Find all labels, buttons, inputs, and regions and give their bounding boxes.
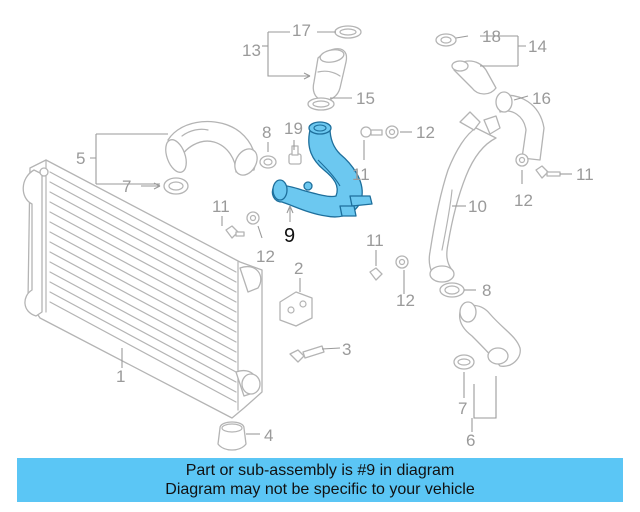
banner-line-2: Diagram may not be specific to your vehi…	[165, 481, 475, 498]
bolt-11-right-upper	[535, 165, 561, 179]
inlet-hose-left	[165, 120, 258, 176]
upper-right-hose	[451, 60, 497, 95]
callout-2: 2	[294, 259, 303, 278]
callout-16: 16	[532, 89, 551, 108]
clamp-7-upper	[163, 177, 189, 195]
clamp-18	[435, 33, 457, 47]
charge-pipe-right	[428, 111, 501, 283]
intercooler-fins	[49, 171, 237, 403]
callout-18: 18	[482, 27, 501, 46]
callout-6: 6	[466, 431, 475, 450]
upper-hose	[312, 48, 348, 102]
callout-11-left: 11	[212, 197, 230, 216]
bolt-3	[289, 345, 325, 363]
nut-12-upper	[385, 125, 399, 139]
elbow-hose-16	[495, 91, 545, 161]
callout-12-mid: 12	[416, 123, 435, 142]
lower-hose	[458, 301, 521, 367]
callout-7-upper: 7	[122, 177, 131, 196]
callout-11-center: 11	[366, 231, 384, 250]
callout-8-left: 8	[262, 123, 271, 142]
callout-3: 3	[342, 340, 351, 359]
callout-labels: 13 17 15 5 7 8 19 9 11 12 11 12 18 14 16…	[76, 21, 594, 450]
bolt-11-left	[225, 225, 245, 239]
callout-12-center: 12	[396, 291, 415, 310]
intercooler	[22, 159, 263, 419]
leader-arrows	[153, 72, 311, 214]
clamp-8-right	[439, 282, 465, 298]
nut-12-right-upper	[515, 153, 529, 167]
mount-4	[217, 421, 247, 451]
callout-5: 5	[76, 149, 85, 168]
charge-pipe-part-9	[271, 121, 373, 218]
nut-12-center	[395, 255, 409, 269]
bolt-11-center	[369, 267, 383, 281]
callout-7-lower: 7	[458, 399, 467, 418]
info-banner: Part or sub-assembly is #9 in diagram Di…	[17, 458, 623, 502]
clamp-8-left	[259, 155, 277, 169]
callout-4: 4	[264, 426, 273, 445]
callout-17: 17	[292, 21, 311, 40]
clamp-15	[307, 97, 335, 111]
callout-8-right: 8	[482, 281, 491, 300]
bracket-2	[279, 291, 313, 327]
callout-11-mid: 11	[352, 165, 370, 184]
leader-lines	[90, 31, 572, 435]
callout-10: 10	[468, 197, 487, 216]
clamp-17	[334, 25, 362, 39]
callout-14: 14	[528, 37, 547, 56]
nut-12-left	[246, 211, 260, 225]
callout-13: 13	[242, 41, 261, 60]
bolt-11-upper	[360, 126, 383, 138]
sensor-19	[288, 145, 302, 165]
callout-12-right: 12	[514, 191, 533, 210]
callout-19: 19	[284, 119, 303, 138]
callout-1: 1	[116, 367, 125, 386]
callout-15: 15	[356, 89, 375, 108]
banner-line-1: Part or sub-assembly is #9 in diagram	[185, 462, 455, 479]
callout-11-right: 11	[576, 165, 594, 184]
callout-9: 9	[284, 225, 295, 247]
clamp-7-lower	[453, 354, 475, 370]
callout-12-left: 12	[256, 247, 275, 266]
